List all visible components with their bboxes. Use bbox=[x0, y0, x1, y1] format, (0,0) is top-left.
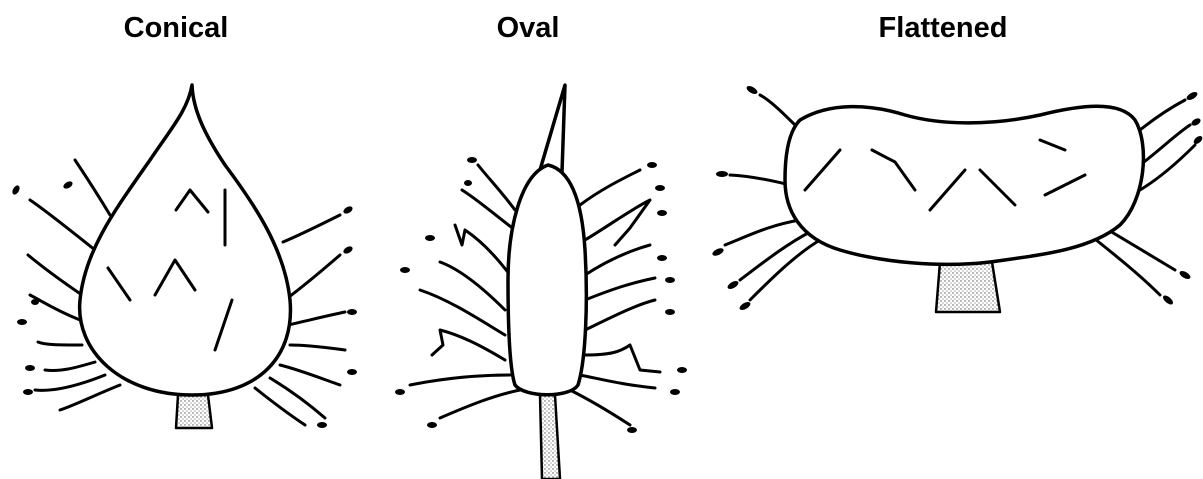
flattened-stalk bbox=[936, 262, 1000, 312]
oval-stalk bbox=[540, 395, 560, 479]
oval-style-tip bbox=[540, 85, 565, 172]
oval-shape bbox=[395, 85, 687, 479]
flattened-shape bbox=[711, 84, 1203, 312]
conical-receptacle bbox=[80, 85, 291, 395]
flattened-receptacle bbox=[785, 106, 1143, 264]
conical-shape bbox=[11, 85, 357, 428]
oval-receptacle bbox=[508, 165, 586, 395]
conical-stalk bbox=[176, 395, 212, 428]
